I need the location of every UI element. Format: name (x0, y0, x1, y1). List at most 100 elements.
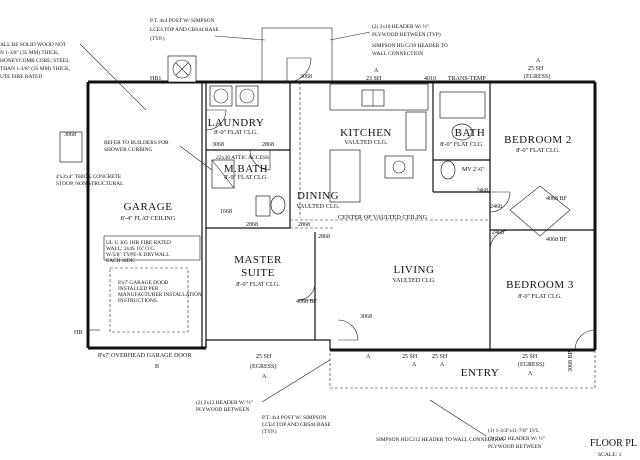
tag-door-2868-mbath: 2868 (246, 222, 258, 228)
fire-note-2: WALL: 2x4S 16" O.C. (106, 246, 155, 252)
tag-bot-a5: A (528, 371, 533, 377)
ceiling-garage: 8'-4" FLAT CEILING (121, 215, 176, 222)
ceiling-living: VAULTED CLG. (392, 277, 436, 284)
garage-fixtures (59, 55, 201, 333)
tag-door-3068-front: 3068 (360, 314, 372, 320)
tag-mv: MV 2'-6" (462, 167, 485, 173)
tag-door-3068-right: 3068 BP (568, 350, 574, 372)
sheet-scale: SCALE: 1 (598, 452, 622, 458)
room-label-bath: BATH (455, 127, 486, 139)
door-note-3: MANUFACTURER INSTALLATION (118, 292, 202, 298)
fire-note-4: EACH SIDE. (106, 258, 135, 264)
callout-top-post-2: LCE4 TOP AND CBS44 BASE (150, 27, 220, 33)
sheet-title: FLOOR PL (590, 438, 637, 449)
tag-bot-egress: (EGRESS) (250, 363, 276, 370)
room-label-entry: ENTRY (461, 367, 500, 379)
tag-door-4068-master: 4068 BF (296, 299, 318, 305)
wall-note-1: ALL BE SOLID WOOD NOT (0, 42, 67, 48)
fire-note-3: W/5/8" TYPE-X DRYWALL (106, 252, 170, 258)
tag-door-4068-bed3: 4068 BF (546, 237, 568, 243)
tag-bot-25sh-a: 25 SH (402, 354, 418, 360)
stoop-note-2: STOOP, NON STRUCTURAL (56, 181, 123, 187)
laundry-fixtures (209, 85, 286, 217)
tag-bot-25sh-r: 25 SH (522, 354, 538, 360)
room-label-bedroom-2: BEDROOM 2 (504, 134, 572, 146)
tag-bot-a4: A (440, 362, 445, 368)
bot-header-2: PLYWOOD BETWEEN (196, 407, 250, 413)
ceiling-bedroom-2: 8'-0" FLAT CLG. (516, 147, 560, 154)
lvl-3: PLYWOOD BETWEEN (488, 444, 542, 450)
room-label-suite: SUITE (241, 267, 275, 279)
door-note-2: INSTALLED PER (118, 286, 159, 292)
stoop-note-1: 4'x3'x4" THICK CONCRETE (56, 174, 122, 180)
tag-door-2468-bath: 2468 (476, 188, 488, 194)
tag-door-2468-bed3: 2468 (492, 230, 504, 236)
bot-post-3: (TYP.) (262, 428, 277, 435)
door-note-1: 8'x7' GARAGE DOOR (118, 280, 169, 286)
builder-note-1: REFER TO BUILDERS FOR (104, 140, 169, 146)
room-label-m-bath: M.BATH (224, 163, 268, 175)
tag-labels: HB1 HB 3068 3068 3068 2868 1668 2868 286… (64, 58, 574, 380)
attic-access: 22x30 ATTIC ACCESS (216, 155, 269, 161)
room-label-laundry: LAUNDRY (208, 117, 265, 129)
tag-door-1668: 1668 (220, 209, 232, 215)
tag-bot-a2: A (366, 354, 371, 360)
room-label-master: MASTER (234, 254, 282, 266)
callouts: P.T. 4x4 POST W/ SIMPSON LCE4 TOP AND CB… (0, 18, 545, 450)
builder-note-2: SHOWER CURBING (104, 147, 152, 153)
tag-door-3068-left: 3068 (64, 132, 76, 138)
tag-door-3068-laundry: 3068 (212, 142, 224, 148)
room-label-dining: DINING (297, 190, 339, 202)
ceiling-dining: VAULTED CLG. (296, 203, 340, 210)
bot-post-1: P.T. 4x4 POST W/ SIMPSON (262, 415, 327, 421)
tag-door-4068-bed2: 4068 BF (546, 196, 568, 202)
garage-door-label: 8'x7' OVERHEAD GARAGE DOOR (98, 352, 192, 359)
tag-b: B (155, 364, 159, 370)
ceiling-m-bath: 8'-0" FLAT CLG. (224, 174, 268, 181)
bot-huc: SIMPSON HUC212 HEADER TO WALL CONNECTION (376, 437, 504, 443)
callout-top-header-2: PLYWOOD BETWEEN (TYP) (372, 31, 441, 38)
tag-door-2868-laundry: 2868 (262, 142, 274, 148)
vault-lines (290, 82, 490, 229)
bot-header-1: (2) 2x12 HEADER W/ ½" (196, 399, 253, 406)
callout-top-huc-2: WALL CONNECTION (372, 51, 423, 57)
tag-win-egress-top: (EGRESS) (524, 73, 550, 80)
tag-bot-egress-r: (EGRESS) (518, 361, 544, 368)
callout-top-header-1: (2) 2x10 HEADER W/ ½" (372, 23, 429, 30)
tag-win-a2: A (536, 58, 541, 64)
interior-walls (201, 82, 595, 350)
tag-win-23sh: 23 SH (366, 76, 382, 82)
lvl-2: (2) 2x12 HEADER W/ ½" (488, 435, 545, 442)
tag-bot-25sh-b: 25 SH (432, 354, 448, 360)
kitchen-fixtures (329, 83, 429, 203)
callout-top-post-3: (TYP.) (150, 35, 165, 42)
ceiling-bath: 8'-0" FLAT CLG. (440, 141, 484, 148)
tag-win-25sh-top: 25 SH (528, 66, 544, 72)
room-label-bedroom-3: BEDROOM 3 (506, 279, 574, 291)
tag-hb: HB (74, 330, 82, 336)
tag-door-2868-dining: 2868 (298, 222, 310, 228)
callout-top-post-1: P.T. 4x4 POST W/ SIMPSON (150, 18, 215, 24)
tag-bot-a3: A (412, 362, 417, 368)
room-label-kitchen: KITCHEN (340, 127, 392, 139)
tag-door-2468-bed2: 2468 (490, 204, 502, 210)
wall-note-3: HONEYCOMB CORE; STEEL (0, 58, 69, 64)
tag-bot-a1: A (262, 374, 267, 380)
room-label-living: LIVING (394, 264, 435, 276)
vault-center-label: CENTER OF VAULTED CEILING (338, 214, 428, 221)
wall-note-2: N 1-3/8" (35 MM) THICK, (0, 49, 60, 56)
room-label-garage: GARAGE (124, 201, 173, 213)
front-porch (261, 27, 596, 389)
ceiling-kitchen: VAULTED CLG. (344, 139, 388, 146)
ceiling-master: 8'-0" FLAT CLG. (236, 281, 280, 288)
door-note-4: INSTRUCTIONS. (118, 298, 158, 304)
wall-note-4: THAN 1-3/8" (35 MM) THICK, (0, 65, 71, 72)
tag-win-transtemp: TRANS-TEMP (448, 76, 486, 82)
ceiling-bedroom-3: 8'-0" FLAT CLG. (518, 293, 562, 300)
tag-door-2868-master: 2868 (318, 234, 330, 240)
lvl-1: (1) 1-3/4"x11-7/8" LVL (488, 427, 539, 434)
tag-hb1: HB1 (150, 76, 161, 82)
tag-win-4010: 4010 (424, 76, 436, 82)
